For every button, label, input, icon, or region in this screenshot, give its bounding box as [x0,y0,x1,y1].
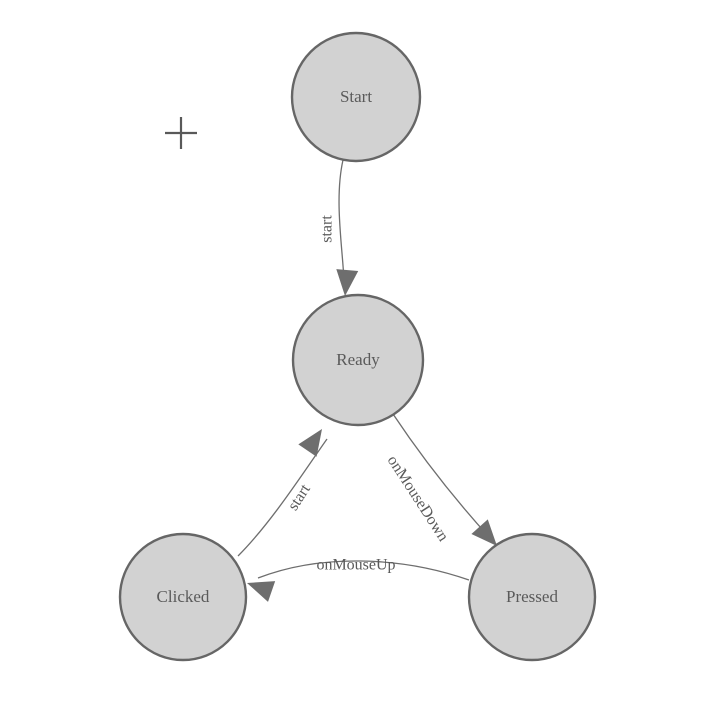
node-ready[interactable]: Ready [291,293,425,427]
node-label-ready: Ready [336,350,380,369]
edge-ready-to-pressed[interactable] [392,413,505,553]
edge-label-clicked-to-ready[interactable]: start [285,481,315,514]
edge-label-pressed-to-clicked[interactable]: onMouseUp [316,557,395,574]
crosshair-icon [165,117,197,149]
edge-path-clicked-to-ready[interactable] [237,438,328,557]
edge-label-ready-to-pressed[interactable]: onMouseDown [384,453,452,545]
node-clicked[interactable]: Clicked [118,532,248,662]
edge-path-pressed-to-clicked[interactable] [257,560,470,581]
edge-path-ready-to-pressed[interactable] [392,413,491,539]
node-label-pressed: Pressed [506,587,558,606]
edge-layer [237,159,505,602]
node-start[interactable]: Start [290,31,422,163]
arrowhead-pressed-to-clicked [247,581,276,602]
node-pressed[interactable]: Pressed [467,532,597,662]
node-label-clicked: Clicked [157,587,210,606]
node-circle-ready[interactable] [291,293,425,427]
node-circle-clicked[interactable] [118,532,248,662]
arrowhead-start-to-ready [336,269,359,296]
edge-clicked-to-ready[interactable] [237,423,331,557]
edge-start-to-ready[interactable] [334,159,359,297]
edge-path-start-to-ready[interactable] [338,159,345,283]
edge-label-start-to-ready[interactable]: start [319,215,336,243]
crosshair-marker [165,117,197,149]
arrowhead-ready-to-pressed [471,519,497,546]
arrowhead-clicked-to-ready [298,429,322,457]
node-circle-pressed[interactable] [467,532,597,662]
node-label-start: Start [340,87,372,106]
edge-pressed-to-clicked[interactable] [243,560,470,602]
node-circle-start[interactable] [290,31,422,163]
